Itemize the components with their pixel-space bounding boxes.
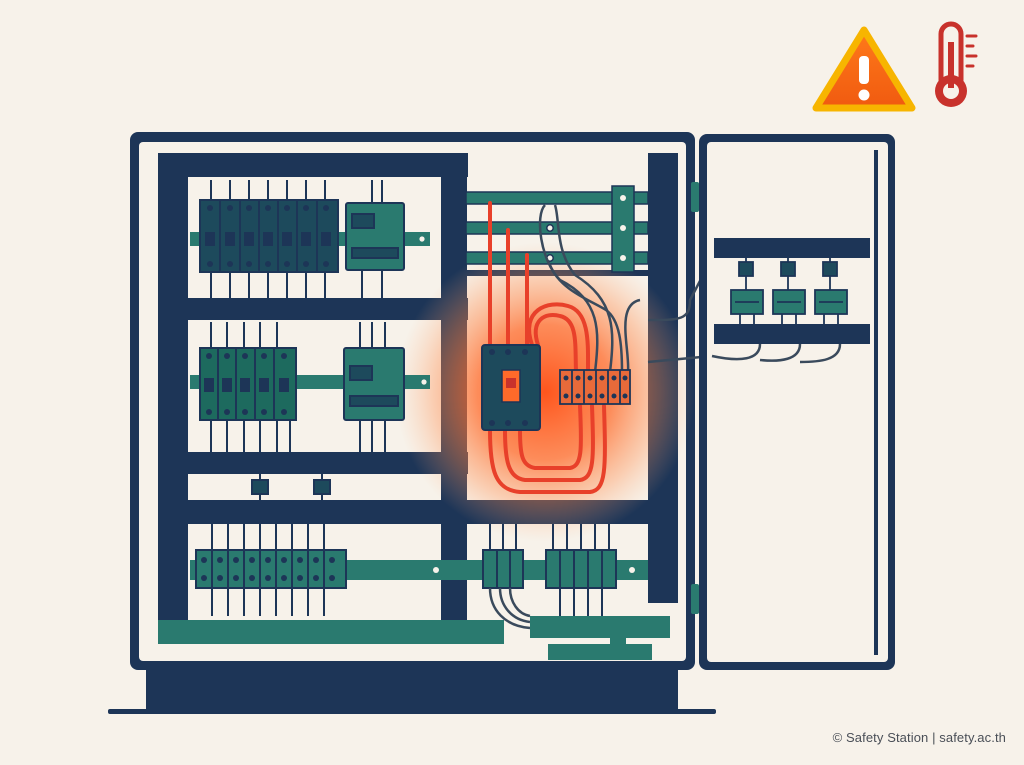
- terminal-block-middle: [482, 524, 524, 589]
- contactor-row-2: [343, 322, 405, 452]
- distribution-cables: [538, 204, 714, 373]
- main-breaker-overheating: [481, 344, 541, 431]
- ground-bar: [158, 616, 670, 660]
- small-terminal-blocks: [251, 474, 331, 500]
- contactor-row-1: [345, 180, 405, 298]
- busbars: [465, 185, 649, 273]
- terminal-block-hotspot: [559, 369, 631, 405]
- cabinet-door: [699, 134, 895, 670]
- door-cables: [711, 343, 842, 364]
- warning-triangle-icon: [812, 26, 916, 112]
- terminal-block-left: [195, 524, 347, 616]
- door-relays: [730, 258, 848, 324]
- heat-glow: [395, 242, 695, 542]
- overheated-wires: [488, 201, 607, 494]
- circuit-breakers-row-1: [199, 180, 339, 298]
- door-hinges: [691, 182, 699, 614]
- circuit-breakers-row-2: [199, 322, 297, 452]
- door-rail-bottom: [714, 324, 870, 344]
- door-rail-top: [714, 238, 870, 258]
- bottom-cables: [488, 587, 531, 630]
- cabinet-base: [108, 668, 716, 714]
- thermometer-icon: [935, 21, 978, 107]
- copyright-caption: © Safety Station | safety.ac.th: [832, 730, 1006, 745]
- terminal-block-right: [545, 524, 617, 620]
